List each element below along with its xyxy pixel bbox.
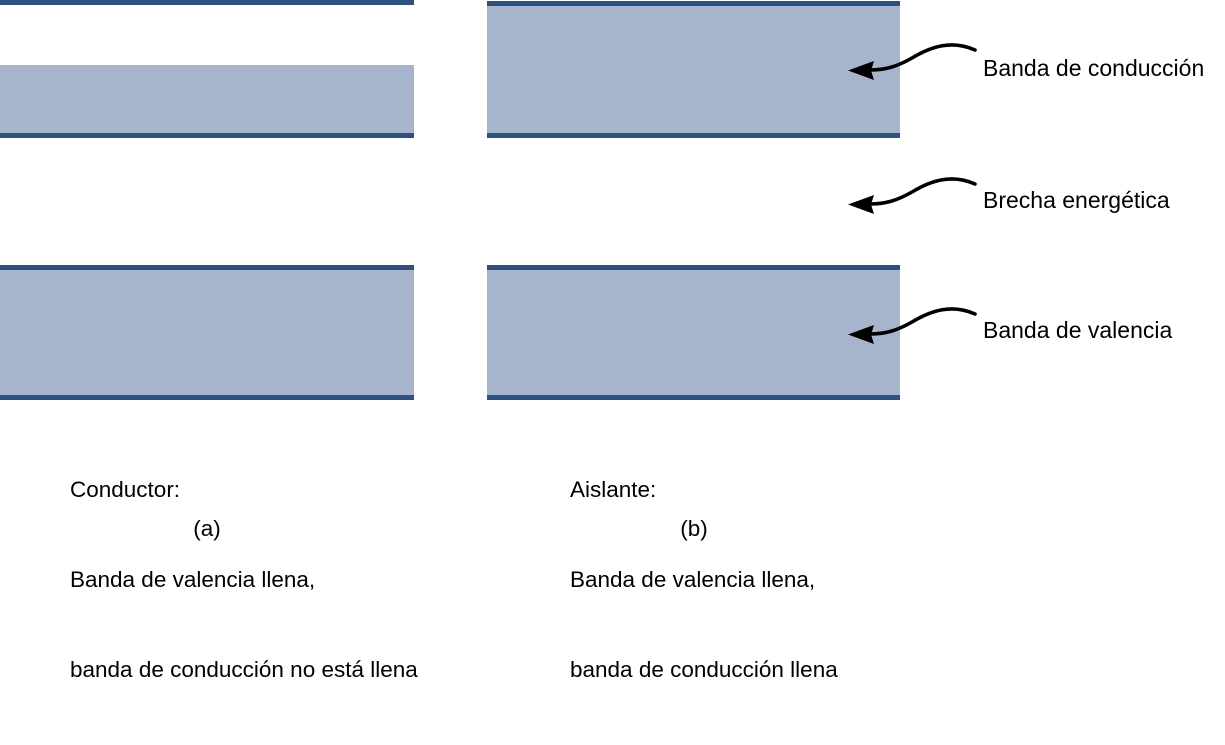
panel-b-caption-line-3: banda de conducción llena — [570, 657, 838, 682]
panel-a-valence-band-fill — [0, 265, 414, 400]
panel-a-conduction-band-top-edge — [0, 0, 414, 5]
panel-a-caption-line-1: Conductor: — [70, 477, 181, 502]
conduction-callout-arrow — [840, 38, 980, 88]
energy-band-diagram: Banda de conducción Brecha energética Ba… — [0, 0, 1205, 682]
curved-arrow-left-icon — [848, 177, 977, 214]
panel-b-caption-line-2: Banda de valencia llena, — [570, 567, 816, 592]
panel-b-conduction-band-fill — [487, 2, 900, 136]
annotation-label-valence: Banda de valencia — [983, 317, 1173, 343]
panel-a-conduction-band — [0, 0, 414, 138]
panel-a-valence-band — [0, 265, 414, 405]
gap-callout-arrow — [840, 172, 980, 222]
panel-b-valence-band-fill — [487, 265, 900, 400]
panel-b-conduction-band — [487, 0, 900, 140]
panel-a-valence-band-bottom-edge — [0, 395, 414, 400]
panel-b-valence-band-top-edge — [487, 265, 900, 270]
panel-b-caption-line-1: Aislante: — [570, 477, 657, 502]
annotation-label-gap: Brecha energética — [983, 187, 1170, 213]
panel-b-valence-band — [487, 265, 900, 405]
curved-arrow-left-icon — [848, 307, 977, 344]
curved-arrow-left-icon — [848, 43, 977, 80]
panel-b-conduction-band-top-edge — [487, 1, 900, 6]
panel-a-caption-line-2: Banda de valencia llena, — [70, 567, 316, 592]
panel-b-sublabel: (b) — [680, 516, 708, 541]
valence-callout-arrow — [840, 302, 980, 352]
panel-b-valence-band-bottom-edge — [487, 395, 900, 400]
annotation-label-conduction: Banda de conducción — [983, 55, 1205, 81]
panel-a-conduction-band-bottom-edge — [0, 133, 414, 138]
panel-a-valence-band-top-edge — [0, 265, 414, 270]
panel-b-caption: Aislante: Banda de valencia llena, banda… — [570, 415, 838, 745]
panel-a-sublabel: (a) — [193, 516, 221, 541]
panel-a-conduction-band-fill — [0, 65, 414, 133]
panel-a-caption: Conductor: Banda de valencia llena, band… — [70, 415, 418, 745]
panel-a-caption-line-3: banda de conducción no está llena — [70, 657, 418, 682]
panel-b-conduction-band-bottom-edge — [487, 133, 900, 138]
